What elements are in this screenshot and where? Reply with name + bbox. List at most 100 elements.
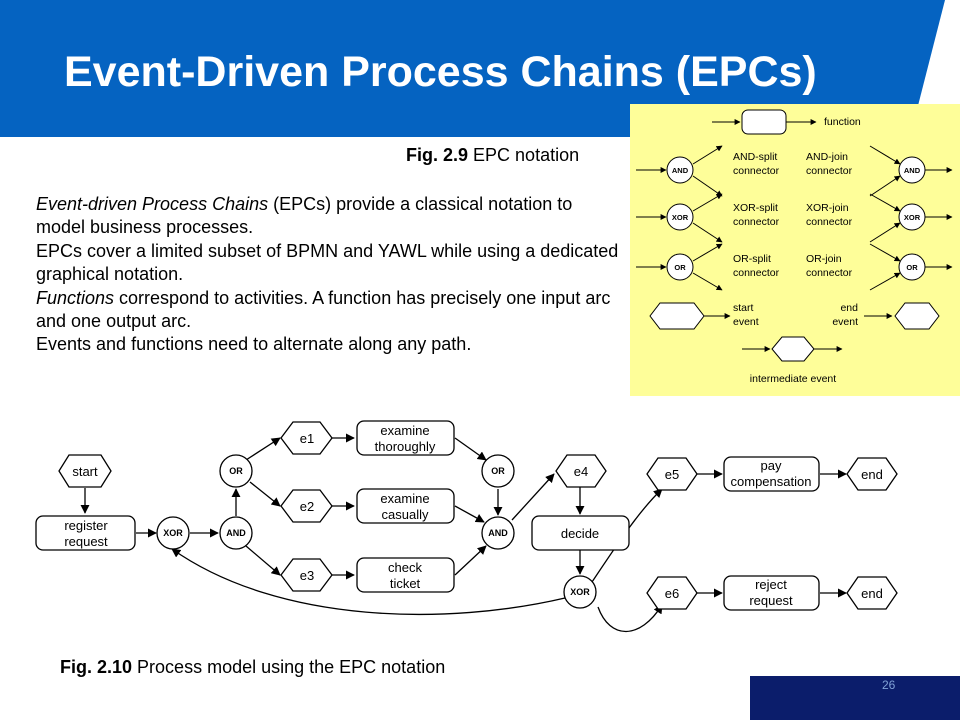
- intermediate-event-symbol: [771, 336, 815, 362]
- fig29-label: Fig. 2.9: [406, 145, 469, 165]
- body-p1-rest: (EPCs) provide a classical notation to m…: [36, 194, 573, 238]
- pay-text-1: pay: [761, 458, 782, 473]
- epc-term: Event-driven Process Chains: [36, 194, 269, 214]
- body-paragraph-1: Event-driven Process Chains (EPCs) provi…: [36, 193, 626, 240]
- epc-notation-panel: AND AND XOR XOR OR OR function AND-split…: [630, 104, 960, 396]
- and-2-text: AND: [488, 528, 508, 538]
- functions-term: Functions: [36, 287, 115, 308]
- examine-casually-text-2: casually: [382, 507, 429, 522]
- and-split-label-1: AND-split: [733, 151, 777, 163]
- and-split-symbol: [666, 156, 694, 184]
- or-split-symbol: [666, 253, 694, 281]
- decide-text: decide: [561, 526, 599, 541]
- decide-function: [531, 515, 630, 551]
- examine-casually-function: [356, 488, 455, 524]
- or-join-text: OR: [906, 263, 918, 272]
- header-banner: [0, 0, 945, 137]
- fig29-caption: Fig. 2.9 EPC notation: [406, 145, 579, 166]
- or-1-text: OR: [229, 466, 243, 476]
- examine-thoroughly-function: [356, 420, 455, 456]
- reject-text-2: request: [749, 593, 793, 608]
- footer-bar: [750, 676, 960, 720]
- register-request-function: [35, 515, 136, 551]
- and-connector-2: [481, 516, 515, 550]
- e5-text: e5: [665, 467, 679, 482]
- event-e1: [280, 421, 333, 455]
- body-text: Event-driven Process Chains (EPCs) provi…: [36, 193, 626, 357]
- e6-text: e6: [665, 586, 679, 601]
- or-join-label-1: OR-join: [806, 253, 842, 265]
- body-paragraph-3: Functions correspond to activities. A fu…: [36, 287, 626, 334]
- or-2-text: OR: [491, 466, 505, 476]
- or-split-text: OR: [674, 263, 686, 272]
- intermediate-event-label: intermediate event: [750, 373, 836, 385]
- start-event-label-1: start: [733, 302, 754, 314]
- and-1-text: AND: [226, 528, 246, 538]
- check-ticket-text-2: ticket: [390, 576, 421, 591]
- fig210-caption: Fig. 2.10 Process model using the EPC no…: [60, 657, 445, 678]
- start-event-symbol: [649, 302, 705, 330]
- pay-compensation-function: [723, 456, 820, 492]
- header-blue-band: [0, 0, 945, 137]
- end-event-2: [846, 576, 898, 610]
- process-model-diagram: start register request e1 e2 e3 examine …: [35, 420, 898, 633]
- reject-request-function: [723, 575, 820, 611]
- start-event-text: start: [72, 464, 98, 479]
- event-e3: [280, 558, 333, 592]
- end-2-text: end: [861, 586, 883, 601]
- event-e6: [646, 576, 698, 610]
- or-split-label-2: connector: [733, 267, 780, 279]
- or-connector-2: [481, 454, 515, 488]
- or-split-label-1: OR-split: [733, 253, 771, 265]
- page-number: 26: [882, 678, 896, 692]
- e1-text: e1: [300, 431, 314, 446]
- end-event-1: [846, 457, 898, 491]
- pay-text-2: compensation: [731, 474, 812, 489]
- end-1-text: end: [861, 467, 883, 482]
- or-connector-1: [219, 454, 253, 488]
- and-connector-1: [219, 516, 253, 550]
- e2-text: e2: [300, 499, 314, 514]
- fig29-caption-text: EPC notation: [473, 145, 580, 165]
- xor-connector-2: [563, 575, 597, 609]
- end-event-symbol: [894, 302, 940, 330]
- check-ticket-text-1: check: [388, 560, 422, 575]
- epc-notation-diagram: AND AND XOR XOR OR OR function AND-split…: [636, 109, 953, 385]
- event-e4: [555, 454, 607, 488]
- and-join-text: AND: [904, 166, 921, 175]
- xor-join-label-2: connector: [806, 216, 853, 228]
- event-e2: [280, 489, 333, 523]
- fig210-caption-text: Process model using the EPC notation: [137, 657, 446, 677]
- body-p3-rest: correspond to activities. A function has…: [36, 287, 611, 332]
- and-split-text: AND: [672, 166, 689, 175]
- register-text-2: request: [64, 534, 108, 549]
- function-label: function: [824, 116, 861, 128]
- and-join-label-2: connector: [806, 165, 853, 177]
- xor-split-symbol: [666, 203, 694, 231]
- body-paragraph-2: EPCs cover a limited subset of BPMN and …: [36, 240, 619, 285]
- function-symbol: [741, 109, 787, 135]
- xor-split-label-2: connector: [733, 216, 780, 228]
- body-paragraph-4: Events and functions need to alternate a…: [36, 334, 472, 355]
- e3-text: e3: [300, 568, 314, 583]
- and-join-label-1: AND-join: [806, 151, 848, 163]
- xor-1-text: XOR: [163, 528, 183, 538]
- check-ticket-function: [356, 557, 455, 593]
- examine-casually-text-1: examine: [380, 491, 429, 506]
- xor-2-text: XOR: [570, 587, 590, 597]
- examine-thoroughly-text-2: thoroughly: [375, 439, 436, 454]
- or-join-label-2: connector: [806, 267, 853, 279]
- xor-join-label-1: XOR-join: [806, 202, 849, 214]
- xor-split-text: XOR: [672, 213, 689, 222]
- examine-thoroughly-text-1: examine: [380, 423, 429, 438]
- end-event-label-2: event: [832, 316, 858, 328]
- start-event-label-2: event: [733, 316, 759, 328]
- xor-split-label-1: XOR-split: [733, 202, 778, 214]
- start-event: [58, 454, 112, 488]
- footer-navy-band: [750, 676, 960, 720]
- end-event-label-1: end: [840, 302, 858, 314]
- slide-title: Event-Driven Process Chains (EPCs): [64, 48, 817, 96]
- xor-connector-1: [156, 516, 190, 550]
- register-text-1: register: [64, 518, 108, 533]
- event-e5: [646, 457, 698, 491]
